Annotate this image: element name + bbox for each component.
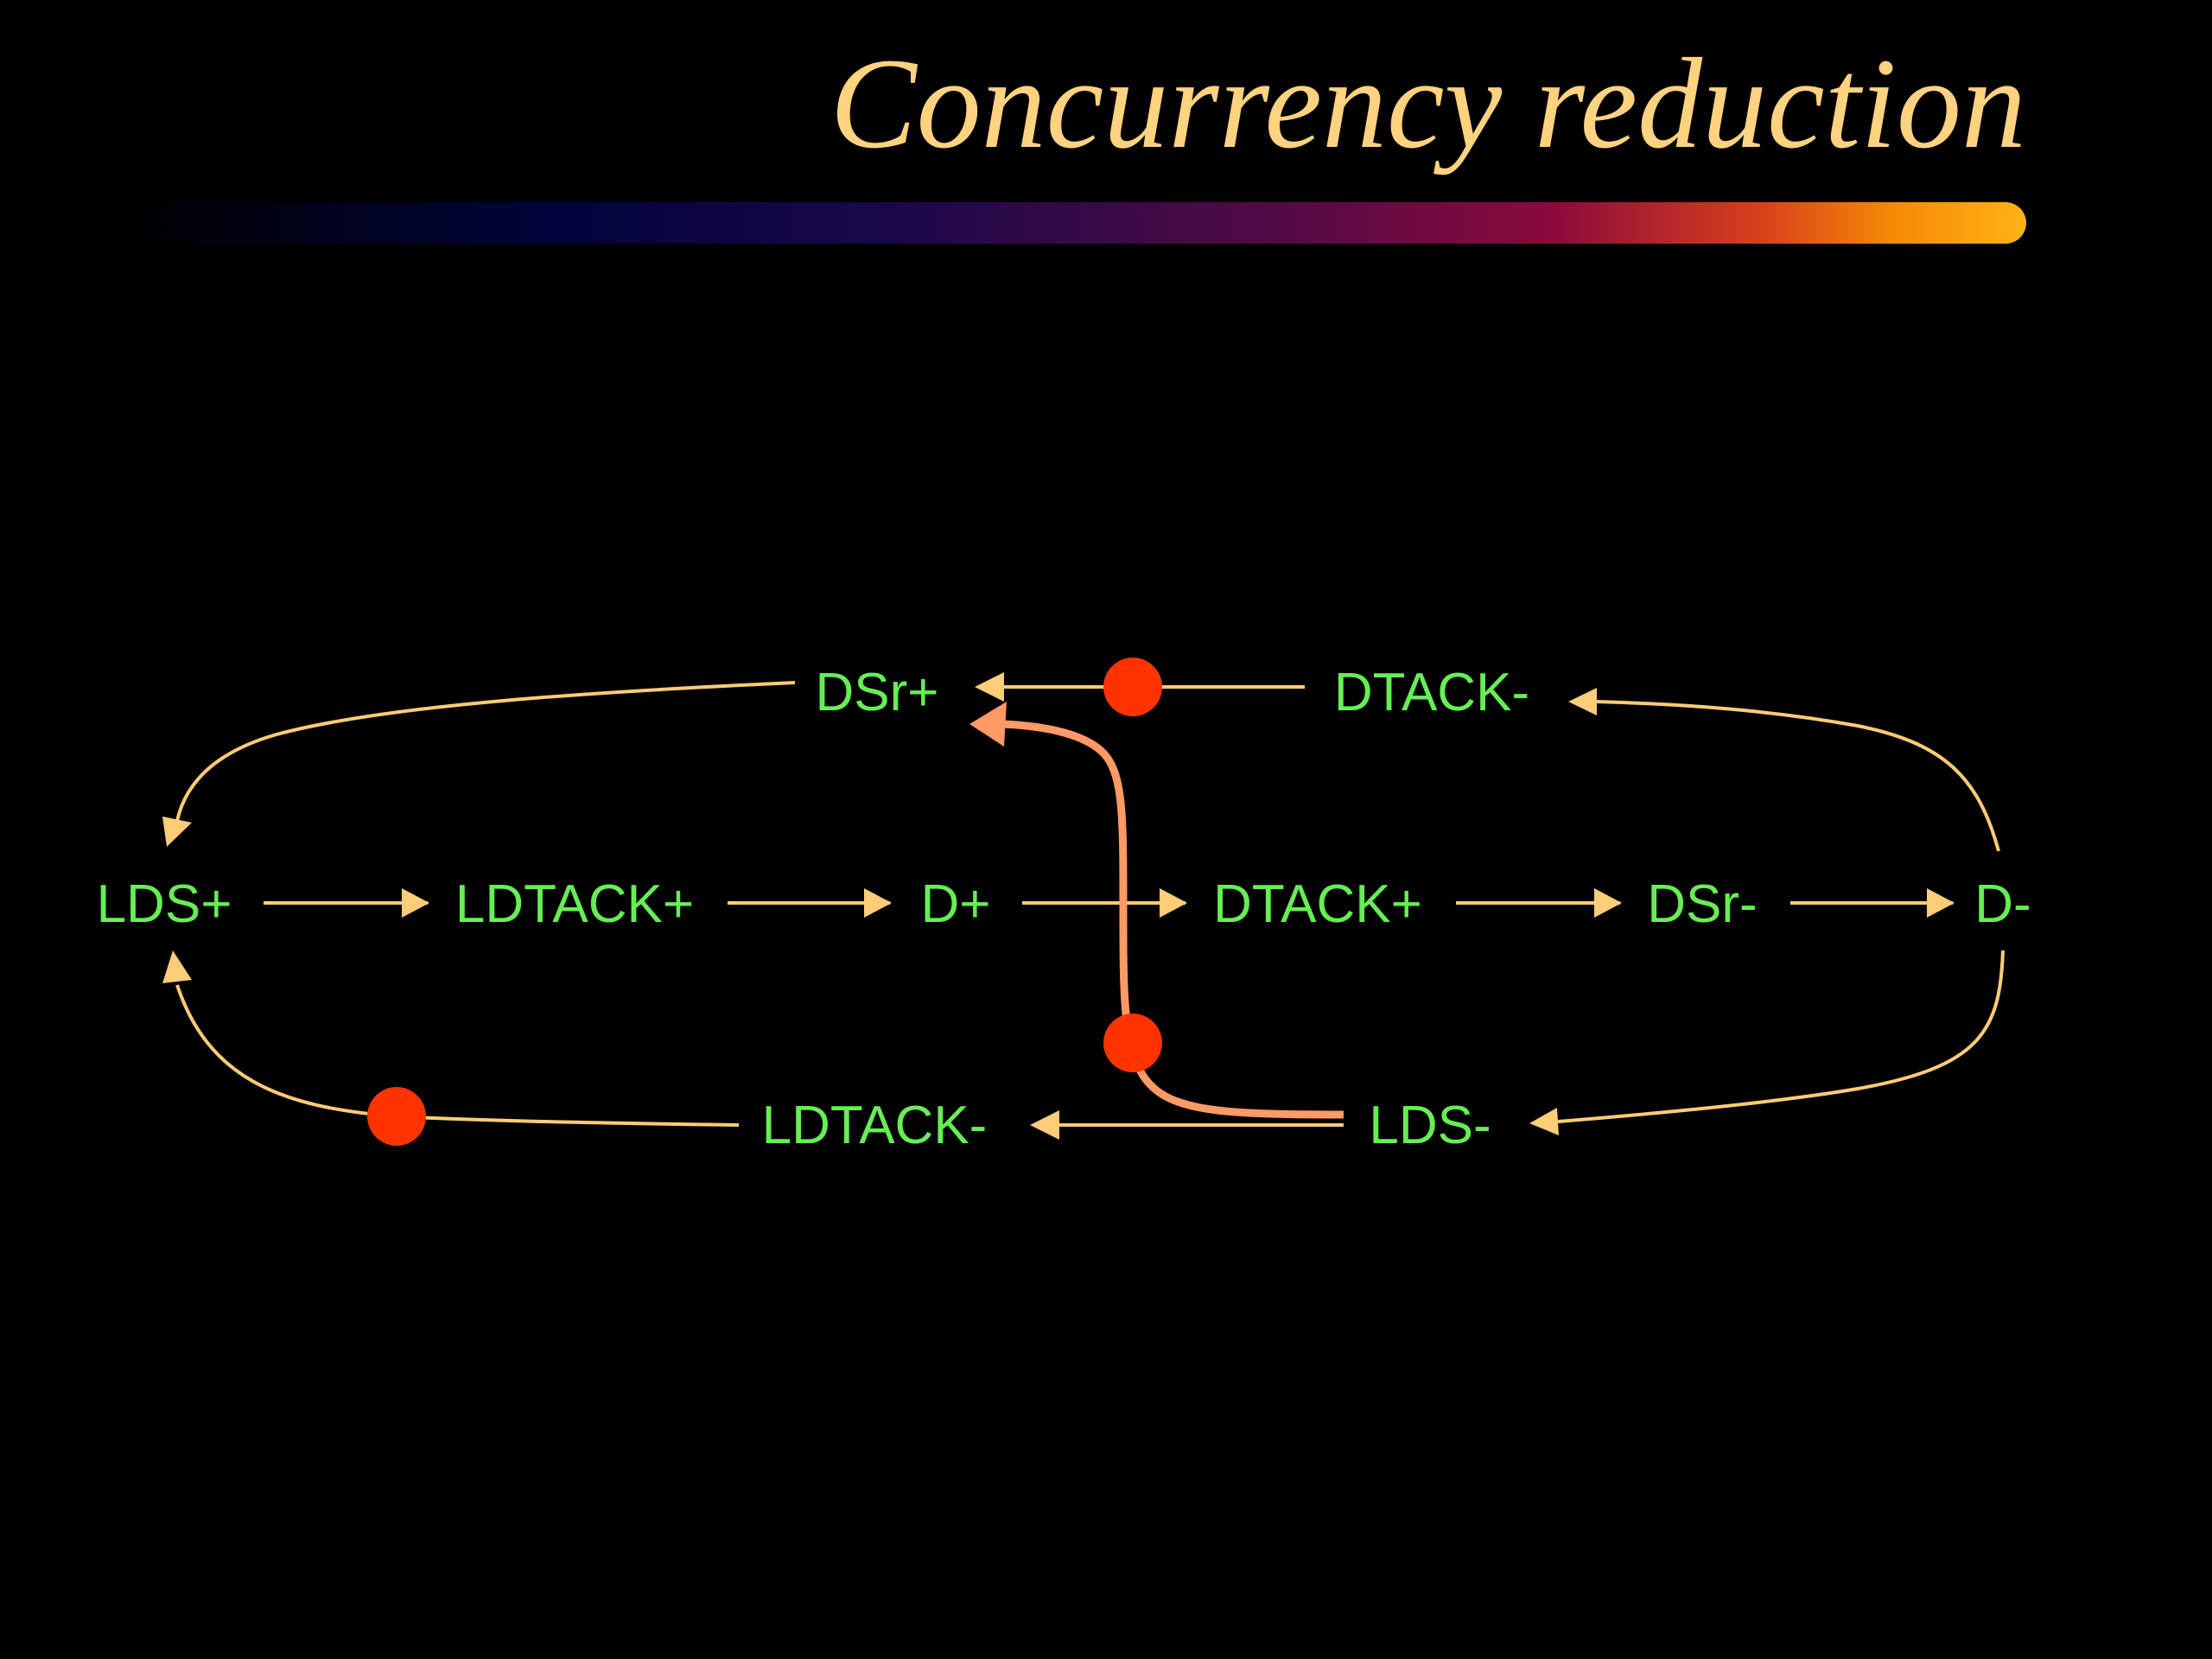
arc-dsr-minus-to-d-minus <box>1790 888 1955 918</box>
token-dtack-minus-dsr-plus <box>1103 658 1162 716</box>
node-dtack-plus: DTACK+ <box>1213 874 1422 934</box>
arc-lds-minus-to-ldtack-minus <box>1030 1110 1344 1140</box>
arc-lds-minus-to-dsr-plus-highlight <box>969 702 1344 1119</box>
arc-dsr-plus-to-lds-plus <box>162 681 796 847</box>
token-ldtack-minus-lds-plus <box>367 1087 426 1146</box>
node-lds-minus: LDS- <box>1369 1096 1491 1155</box>
arc-d-plus-to-dtack-plus <box>1022 888 1187 918</box>
node-lds-plus: LDS+ <box>97 874 232 934</box>
node-dsr-minus: DSr- <box>1647 874 1757 934</box>
arc-lds-plus-to-ldtack-plus <box>264 888 429 918</box>
node-ldtack-minus: LDTACK- <box>762 1096 988 1155</box>
arc-ldtack-minus-to-lds-plus <box>162 950 740 1127</box>
arc-ldtack-plus-to-d-plus <box>728 888 892 918</box>
slide-title: Concurrency reduction <box>830 32 2026 175</box>
token-lds-minus-dsr-plus <box>1103 1014 1162 1072</box>
node-ldtack-plus: LDTACK+ <box>455 874 694 934</box>
arc-d-minus-to-dtack-minus <box>1568 688 2000 852</box>
arc-dtack-plus-to-dsr-minus <box>1456 888 1622 918</box>
node-dsr-plus: DSr+ <box>816 663 939 722</box>
node-d-plus: D+ <box>921 874 991 934</box>
node-dtack-minus: DTACK- <box>1334 663 1529 722</box>
arc-d-minus-to-lds-minus <box>1529 950 2005 1135</box>
title-gradient-bar <box>130 202 2026 244</box>
node-d-minus: D- <box>1974 874 2031 934</box>
